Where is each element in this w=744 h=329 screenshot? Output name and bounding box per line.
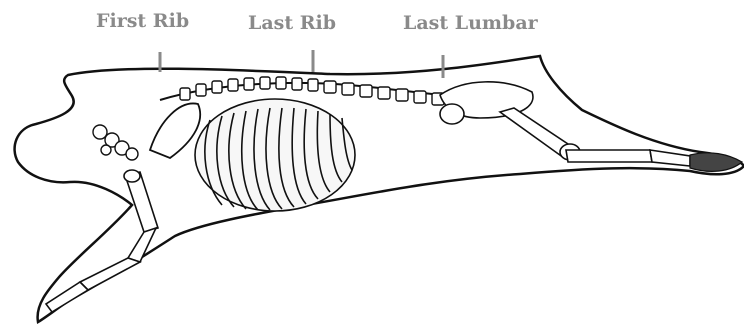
- last-rib-label: Last Rib: [248, 12, 336, 34]
- last-lumbar-label: Last Lumbar: [403, 12, 538, 34]
- rib-cage: [195, 99, 355, 211]
- first-rib-label: First Rib: [96, 10, 189, 32]
